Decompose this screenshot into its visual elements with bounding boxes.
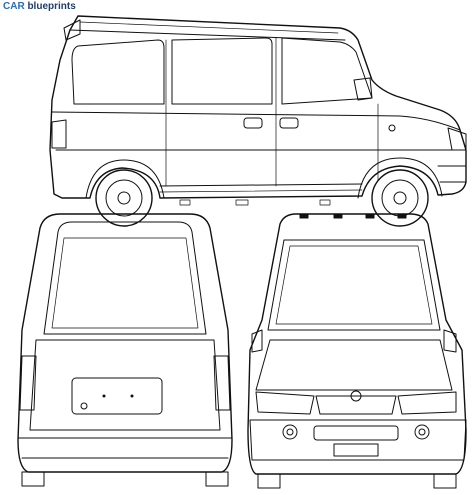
- side-window-front: [281, 37, 373, 105]
- side-front-bumper: [437, 165, 467, 183]
- side-belt-line: [51, 111, 461, 131]
- rear-right-tyre: [205, 471, 229, 487]
- rear-license-plate: [71, 377, 163, 415]
- side-window-middle: [171, 37, 273, 105]
- front-left-mirror: [251, 329, 263, 353]
- rear-window: [43, 221, 207, 335]
- front-body-outline: [247, 213, 467, 475]
- side-front-arch: [357, 157, 443, 199]
- front-grille: [315, 395, 397, 415]
- front-left-fog-lamp: [282, 424, 298, 440]
- side-tail-lamp: [51, 119, 67, 149]
- watermark-brand: CAR: [3, 1, 25, 12]
- front-right-headlamp: [397, 391, 457, 415]
- rear-left-tyre: [21, 471, 45, 487]
- side-marker: [388, 124, 396, 132]
- front-left-fog-lamp-inner: [286, 428, 294, 436]
- side-front-wheel-hub: [393, 191, 407, 205]
- front-left-tyre: [257, 473, 281, 489]
- side-rear-wheel-rim: [105, 179, 143, 217]
- side-view: [49, 15, 467, 227]
- rear-window-inner: [51, 237, 199, 329]
- side-sill-line-2: [159, 189, 363, 193]
- side-door-handle-1: [243, 117, 263, 129]
- side-underbody-detail-3: [319, 199, 331, 206]
- side-front-wheel: [371, 169, 429, 227]
- side-rear-wheel-hub: [117, 191, 131, 205]
- front-view: [247, 213, 467, 489]
- front-lower-intake: [313, 425, 399, 441]
- front-license-plate: [333, 443, 379, 457]
- side-window-rear: [71, 39, 165, 105]
- side-body-outline: [49, 15, 467, 199]
- rear-keyhole: [80, 402, 88, 410]
- side-mirror: [353, 77, 373, 101]
- rear-right-tail-lamp: [213, 355, 231, 411]
- front-right-fog-lamp: [414, 424, 430, 440]
- front-bumper: [249, 419, 467, 461]
- front-right-fog-lamp-inner: [418, 428, 426, 436]
- side-headlamp: [447, 127, 467, 151]
- rear-tailgate-seam: [29, 339, 221, 431]
- side-sill-line: [159, 183, 363, 187]
- rear-body-outline: [17, 213, 233, 473]
- front-windshield: [267, 239, 441, 331]
- side-underbody-detail-1: [179, 199, 191, 206]
- front-left-headlamp: [255, 391, 315, 415]
- side-door-handle-2: [279, 117, 299, 129]
- side-rear-wheel: [95, 169, 153, 227]
- front-windshield-inner: [275, 245, 433, 325]
- side-roof-top: [79, 21, 339, 34]
- side-front-wheel-rim: [381, 179, 419, 217]
- rear-view: [17, 213, 233, 487]
- side-roof-line: [69, 29, 346, 41]
- car-blueprints-watermark: CAR blueprints: [3, 1, 76, 12]
- side-rear-arch: [85, 159, 165, 199]
- rear-left-tail-lamp: [19, 355, 37, 411]
- side-underbody-detail-2: [235, 199, 249, 206]
- front-right-mirror: [443, 329, 457, 353]
- watermark-suffix: blueprints: [27, 1, 76, 12]
- front-hood: [255, 339, 453, 391]
- rear-plate-bolt-1: [102, 394, 106, 398]
- side-rear-spoiler: [63, 19, 81, 41]
- front-right-tyre: [433, 473, 457, 489]
- rear-plate-bolt-2: [130, 394, 134, 398]
